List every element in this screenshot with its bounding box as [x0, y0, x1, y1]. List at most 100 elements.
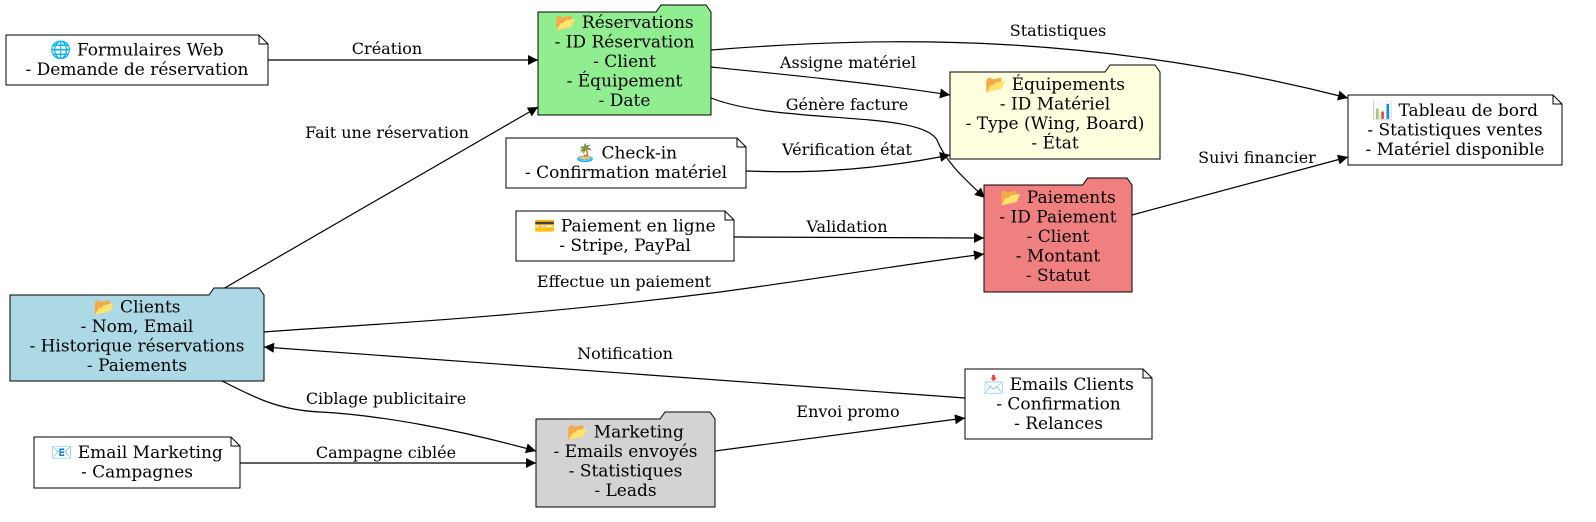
edge-assigne-label: Assigne matériel — [779, 53, 916, 72]
edge-genere: Génère facture — [710, 95, 986, 199]
edge-creation: Création — [268, 39, 538, 65]
node-paiements-line-0: 📂 Paiements — [1000, 188, 1116, 208]
node-email-marketing-line-1: - Campagnes — [81, 463, 193, 483]
node-paiements-line-2: - Client — [1027, 227, 1090, 247]
node-checkin-line-0: 🏝️ Check-in — [575, 143, 677, 164]
node-clients-line-1: - Nom, Email — [81, 317, 194, 337]
node-tableau-note-fold — [1552, 95, 1562, 105]
edge-effectue: Effectue un paiement — [263, 250, 985, 333]
edge-envoi: Envoi promo — [714, 402, 966, 452]
node-paiements-line-1: - ID Paiement — [999, 208, 1116, 228]
node-marketing-line-0: 📂 Marketing — [567, 422, 684, 442]
edge-statistiques-line — [710, 41, 1349, 101]
node-paiements[interactable]: 📂 Paiements- ID Paiement- Client- Montan… — [983, 177, 1133, 293]
node-emails-clients-note-fold — [1142, 369, 1152, 379]
node-checkin-note-shape — [505, 137, 747, 189]
edge-campagne-label: Campagne ciblée — [316, 443, 456, 462]
node-reservations-line-4: - Date — [599, 91, 651, 111]
node-reservations-line-1: - ID Réservation — [555, 33, 695, 53]
node-equipements-line-1: - ID Matériel — [1000, 94, 1110, 114]
node-paiement-ligne-note-shape — [515, 210, 735, 262]
node-reservations-line-2: - Client — [593, 52, 656, 72]
node-reservations[interactable]: 📂 Réservations- ID Réservation- Client - … — [537, 4, 712, 116]
edge-assigne-line — [710, 66, 951, 99]
nodes: 🌐 Formulaires Web- Demande de réservatio… — [5, 4, 1563, 508]
edge-suivi-label: Suivi financier — [1198, 148, 1316, 167]
edge-validation-line — [733, 232, 985, 243]
edge-assigne: Assigne matériel — [710, 53, 951, 99]
edge-creation-label: Création — [352, 39, 422, 58]
node-clients-line-3: - Paiements — [87, 356, 187, 376]
node-tableau-note-shape — [1347, 94, 1563, 166]
node-emails-clients-line-1: - Confirmation — [996, 394, 1121, 414]
edge-effectue-line — [263, 250, 985, 333]
node-clients-line-2: - Historique réservations — [29, 336, 244, 356]
edge-statistiques-label: Statistiques — [1010, 21, 1106, 40]
node-marketing-line-3: - Leads — [594, 481, 656, 501]
node-email-marketing-note-shape — [33, 436, 241, 489]
edge-verification-line — [745, 152, 951, 173]
edge-validation: Validation — [733, 217, 985, 243]
node-paiement-ligne-line-1: - Stripe, PayPal — [559, 236, 691, 256]
node-email-marketing[interactable]: 📧 Email Marketing- Campagnes — [33, 436, 241, 489]
node-clients[interactable]: 📂 Clients- Nom, Email- Historique réserv… — [9, 287, 265, 382]
edge-fait-reservation-label: Fait une réservation — [305, 123, 469, 142]
node-reservations-line-0: 📂 Réservations — [555, 13, 693, 33]
node-checkin[interactable]: 🏝️ Check-in- Confirmation matériel — [505, 137, 747, 189]
edge-fait-reservation: Fait une réservation — [215, 106, 539, 294]
edge-validation-label: Validation — [805, 217, 887, 236]
node-equipements-line-0: 📂 Équipements — [985, 74, 1125, 95]
node-tableau[interactable]: 📊 Tableau de bord- Statistiques ventes- … — [1347, 94, 1563, 166]
node-marketing-line-2: - Statistiques — [569, 461, 683, 481]
node-emails-clients-line-0: 📩 Emails Clients — [983, 374, 1134, 395]
node-email-marketing-note-fold — [230, 437, 240, 447]
node-emails-clients[interactable]: 📩 Emails Clients- Confirmation- Relances — [964, 368, 1153, 440]
edge-verification-label: Vérification état — [781, 140, 913, 159]
node-formulaires-note-shape — [5, 34, 269, 86]
node-paiements-folder-shape — [983, 177, 1133, 293]
edge-genere-line — [710, 97, 986, 199]
node-paiement-ligne[interactable]: 💳 Paiement en ligne- Stripe, PayPal — [515, 210, 735, 262]
node-clients-folder-shape — [9, 287, 265, 382]
node-marketing-line-1: - Emails envoyés — [553, 442, 697, 462]
edge-genere-label: Génère facture — [786, 95, 909, 114]
edge-notification-label: Notification — [577, 344, 673, 363]
edge-ciblage: Ciblage publicitaire — [221, 380, 537, 454]
edge-effectue-label: Effectue un paiement — [537, 272, 712, 291]
node-tableau-line-1: - Statistiques ventes — [1367, 120, 1542, 140]
edge-verification: Vérification état — [745, 140, 951, 173]
edge-suivi: Suivi financier — [1131, 148, 1349, 216]
node-tableau-line-2: - Matériel disponible — [1366, 140, 1545, 160]
node-clients-line-0: 📂 Clients — [93, 297, 180, 317]
node-equipements[interactable]: 📂 Équipements- ID Matériel- Type (Wing, … — [949, 64, 1161, 160]
node-marketing-folder-shape — [535, 411, 716, 508]
node-formulaires-note-fold — [258, 35, 268, 45]
node-formulaires-line-0: 🌐 Formulaires Web — [50, 40, 223, 61]
node-paiements-line-3: - Montant — [1016, 247, 1101, 267]
node-tableau-line-0: 📊 Tableau de bord — [1372, 100, 1538, 121]
node-paiement-ligne-line-0: 💳 Paiement en ligne — [534, 217, 715, 237]
node-reservations-folder-shape — [537, 4, 712, 116]
node-formulaires[interactable]: 🌐 Formulaires Web- Demande de réservatio… — [5, 34, 269, 86]
edge-envoi-label: Envoi promo — [796, 402, 899, 421]
edge-envoi-line — [714, 414, 966, 452]
edge-notification: Notification — [263, 342, 966, 399]
node-emails-clients-note-shape — [964, 368, 1153, 440]
edge-notification-line — [263, 342, 966, 399]
node-marketing[interactable]: 📂 Marketing- Emails envoyés- Statistique… — [535, 411, 716, 508]
node-paiements-line-4: - Statut — [1026, 266, 1091, 286]
edge-campagne: Campagne ciblée — [240, 443, 536, 468]
node-equipements-line-3: - État — [1031, 132, 1079, 153]
edge-ciblage-line — [221, 380, 537, 454]
edge-statistiques: Statistiques — [710, 21, 1349, 101]
node-checkin-note-fold — [736, 138, 746, 148]
node-checkin-line-1: - Confirmation matériel — [525, 163, 727, 183]
node-email-marketing-line-0: 📧 Email Marketing — [51, 443, 223, 463]
node-equipements-folder-shape — [949, 64, 1161, 160]
edge-ciblage-label: Ciblage publicitaire — [306, 389, 466, 408]
edge-fait-reservation-line — [215, 106, 539, 294]
node-equipements-line-2: - Type (Wing, Board) — [966, 114, 1145, 134]
node-paiement-ligne-note-fold — [724, 211, 734, 221]
